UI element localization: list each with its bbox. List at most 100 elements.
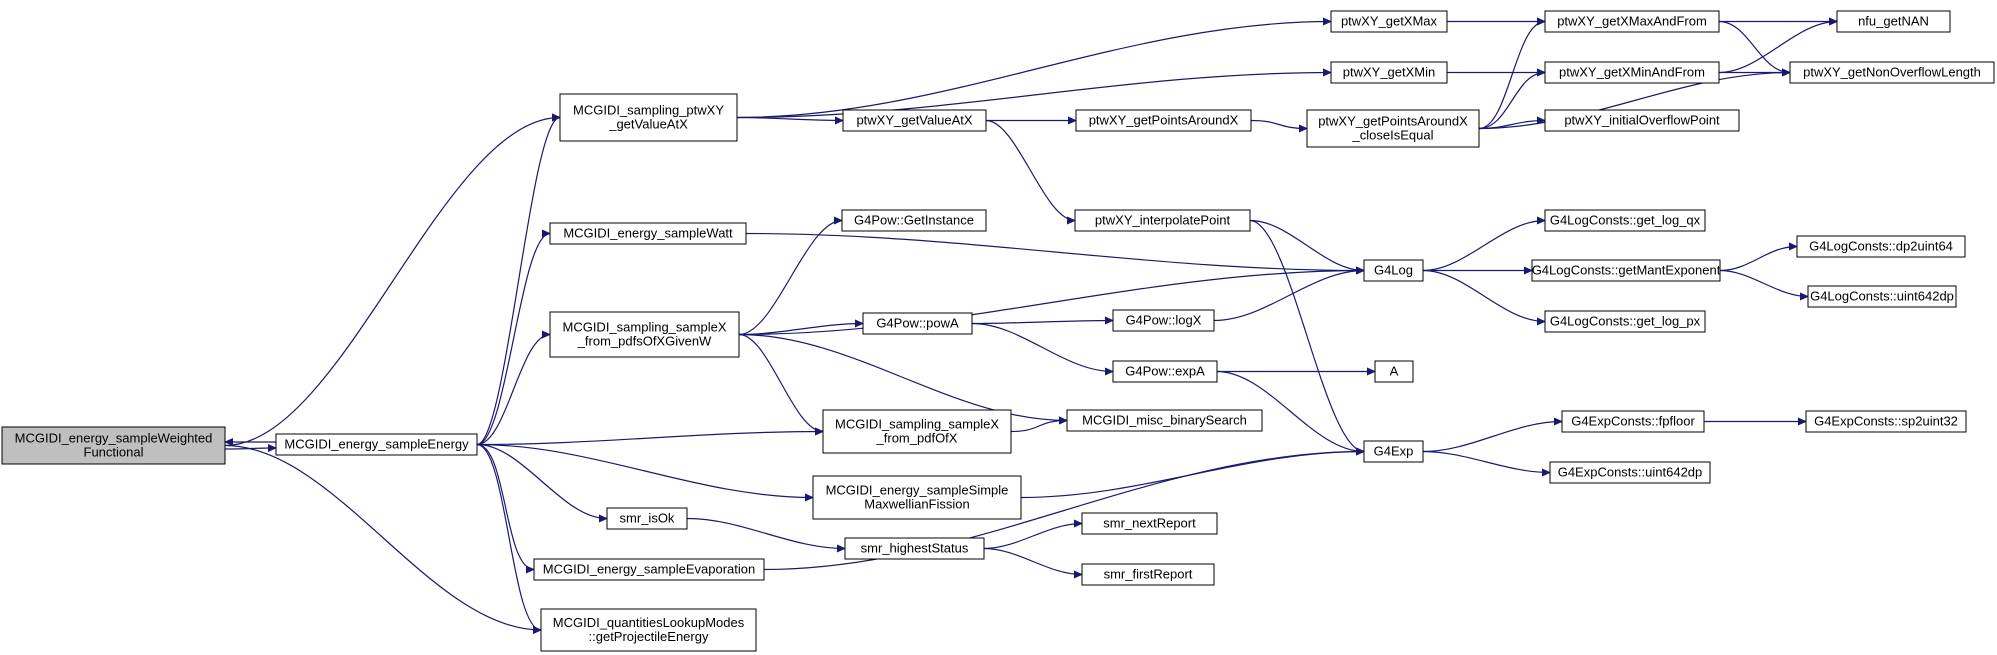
node-get-log-qx[interactable]: G4LogConsts::get_log_qx — [1544, 209, 1706, 232]
node-box — [540, 608, 757, 652]
node-g4exp[interactable]: G4Exp — [1363, 440, 1424, 463]
node-smr-next-report[interactable]: smr_nextReport — [1081, 512, 1218, 535]
node-sp2uint32[interactable]: G4ExpConsts::sp2uint32 — [1805, 410, 1967, 433]
node-box — [1561, 410, 1705, 433]
node-sample-watt[interactable]: MCGIDI_energy_sampleWatt — [549, 222, 747, 245]
edge-sampleEnergy-to-sampleSimpleMaxwellian — [476, 443, 813, 498]
node-label: MCGIDI_sampling_sampleX — [562, 320, 726, 335]
node-g4pow-log-x[interactable]: G4Pow::logX — [1112, 309, 1215, 332]
node-get-x-max-and-from[interactable]: ptwXY_getXMaxAndFrom — [1544, 10, 1720, 33]
node-smr-first-report[interactable]: smr_firstReport — [1081, 563, 1215, 586]
node-smr-highest-status[interactable]: smr_highestStatus — [844, 537, 985, 560]
node-box — [1531, 259, 1721, 282]
nodes-layer: MCGIDI_energy_sampleWeightedFunctionalMC… — [1, 10, 1995, 652]
node-g4pow-exp-a[interactable]: G4Pow::expA — [1112, 360, 1218, 383]
edge-getMantExponent-to-dp2uint64 — [1719, 247, 1797, 272]
node-get-x-max[interactable]: ptwXY_getXMax — [1330, 10, 1448, 33]
node-label: G4ExpConsts::uint642dp — [1558, 465, 1703, 480]
node-box — [1544, 61, 1720, 84]
node-misc-binary-search[interactable]: MCGIDI_misc_binarySearch — [1066, 409, 1263, 432]
node-label: A — [1390, 364, 1399, 379]
edge-getMantExponent-to-logUint642dp — [1719, 269, 1808, 297]
node-g4pow-pow-a[interactable]: G4Pow::powA — [862, 312, 973, 335]
edge-interpolatePoint-to-g4log — [1249, 219, 1364, 271]
edge-sampleEnergy-to-sampleXfromPdfs — [476, 335, 550, 446]
node-label: nfu_getNAN — [1858, 14, 1929, 29]
node-box — [549, 222, 747, 245]
edge-sampleEnergy-to-sampleWatt — [476, 234, 550, 446]
edge-sampleXfromPdfs-to-g4powGetInstance — [738, 221, 842, 336]
node-a[interactable]: A — [1374, 360, 1414, 383]
node-sample-simple-maxwellian[interactable]: MCGIDI_energy_sampleSimpleMaxwellianFiss… — [812, 475, 1022, 520]
node-box — [1544, 109, 1740, 132]
edge-g4log-to-getLogQx — [1422, 221, 1545, 272]
node-get-log-px[interactable]: G4LogConsts::get_log_px — [1544, 310, 1706, 333]
node-label: G4LogConsts::dp2uint64 — [1809, 239, 1953, 254]
edge-sampleXfromPdf-to-miscBinarySearch — [1010, 421, 1067, 433]
node-g4log[interactable]: G4Log — [1363, 259, 1424, 282]
node-label: ptwXY_getPointsAroundX — [1318, 114, 1468, 129]
node-label: ptwXY_getNonOverflowLength — [1803, 65, 1981, 80]
node-label: G4LogConsts::get_log_qx — [1550, 213, 1701, 228]
node-box — [822, 409, 1012, 454]
node-nfu-get-n-a-n[interactable]: nfu_getNAN — [1836, 10, 1951, 33]
node-get-non-overflow-length[interactable]: ptwXY_getNonOverflowLength — [1789, 61, 1995, 84]
edge-getPointsAroundXClose-to-getNonOverflowLength — [1478, 73, 1790, 130]
node-sample-energy[interactable]: MCGIDI_energy_sampleEnergy — [275, 433, 478, 456]
node-get-mant-exponent[interactable]: G4LogConsts::getMantExponent — [1531, 259, 1721, 282]
node-initial-overflow-point[interactable]: ptwXY_initialOverflowPoint — [1544, 109, 1740, 132]
node-label: MCGIDI_sampling_ptwXY — [573, 103, 724, 118]
node-smr-is-ok[interactable]: smr_isOk — [606, 507, 688, 530]
node-get-points-around-x-close[interactable]: ptwXY_getPointsAroundX_closeIsEqual — [1306, 109, 1480, 148]
node-interpolate-point[interactable]: ptwXY_interpolatePoint — [1074, 209, 1251, 232]
node-box — [1363, 440, 1424, 463]
node-get-points-around-x[interactable]: ptwXY_getPointsAroundX — [1075, 109, 1252, 132]
edge-g4powPowA-to-g4powExpA — [971, 322, 1113, 372]
node-box — [1112, 360, 1218, 383]
node-sample-xfrom-pdf[interactable]: MCGIDI_sampling_sampleX_from_pdfOfX — [822, 409, 1012, 454]
node-box — [862, 312, 973, 335]
node-label: G4LogConsts::get_log_px — [1550, 314, 1701, 329]
node-box — [606, 507, 688, 530]
edge-g4log-to-getLogPx — [1422, 269, 1545, 322]
node-label: MCGIDI_energy_sampleSimple — [826, 483, 1009, 498]
node-box — [1805, 410, 1967, 433]
node-label: ptwXY_getXMaxAndFrom — [1557, 14, 1707, 29]
node-box — [1807, 285, 1957, 308]
node-get-x-min[interactable]: ptwXY_getXMin — [1330, 61, 1448, 84]
node-get-x-min-and-from[interactable]: ptwXY_getXMinAndFrom — [1544, 61, 1720, 84]
node-exp-uint642dp[interactable]: G4ExpConsts::uint642dp — [1549, 461, 1711, 484]
edge-getXMinAndFrom-to-nfuGetNAN — [1718, 22, 1837, 74]
edge-root-to-ptwxyGetValueAtX — [224, 118, 560, 447]
edge-sampleEnergy-to-smrIsOk — [476, 443, 607, 519]
node-box — [1306, 109, 1480, 148]
node-sample-xfrom-pdfs[interactable]: MCGIDI_sampling_sampleX_from_pdfsOfXGive… — [549, 311, 740, 358]
node-box — [844, 537, 985, 560]
node-dp2uint64[interactable]: G4LogConsts::dp2uint64 — [1796, 235, 1966, 258]
node-box — [1081, 512, 1218, 535]
node-ptwxy-get-value-at-x[interactable]: MCGIDI_sampling_ptwXY_getValueAtX — [559, 93, 738, 142]
edge-smrIsOk-to-smrHighestStatus — [686, 517, 845, 549]
node-label: MCGIDI_energy_sampleEnergy — [284, 437, 469, 452]
node-box — [842, 109, 987, 132]
node-g4pow-get-instance[interactable]: G4Pow::GetInstance — [841, 209, 987, 232]
node-box — [1549, 461, 1711, 484]
edge-sampleEnergy-to-sampleEvaporation — [476, 443, 534, 570]
node-log-uint642dp[interactable]: G4LogConsts::uint642dp — [1807, 285, 1957, 308]
edge-sampleXfromPdfs-to-miscBinarySearch — [738, 333, 1067, 421]
node-box — [1789, 61, 1995, 84]
node-label: ptwXY_getXMin — [1343, 65, 1436, 80]
node-quantities-lookup[interactable]: MCGIDI_quantitiesLookupModes::getProject… — [540, 608, 757, 652]
node-fpfloor[interactable]: G4ExpConsts::fpfloor — [1561, 410, 1705, 433]
node-get-value-at-x[interactable]: ptwXY_getValueAtX — [842, 109, 987, 132]
edge-sampleEnergy-to-quantitiesLookup — [476, 443, 541, 631]
node-label: _from_pdfsOfXGivenW — [577, 334, 712, 349]
node-box — [1544, 310, 1706, 333]
edge-g4exp-to-fpfloor — [1422, 422, 1562, 453]
edge-g4powLogX-to-g4log — [1213, 271, 1364, 322]
node-sample-evaporation[interactable]: MCGIDI_energy_sampleEvaporation — [533, 558, 765, 581]
node-box — [812, 475, 1022, 520]
node-label: G4Pow::GetInstance — [854, 213, 974, 228]
